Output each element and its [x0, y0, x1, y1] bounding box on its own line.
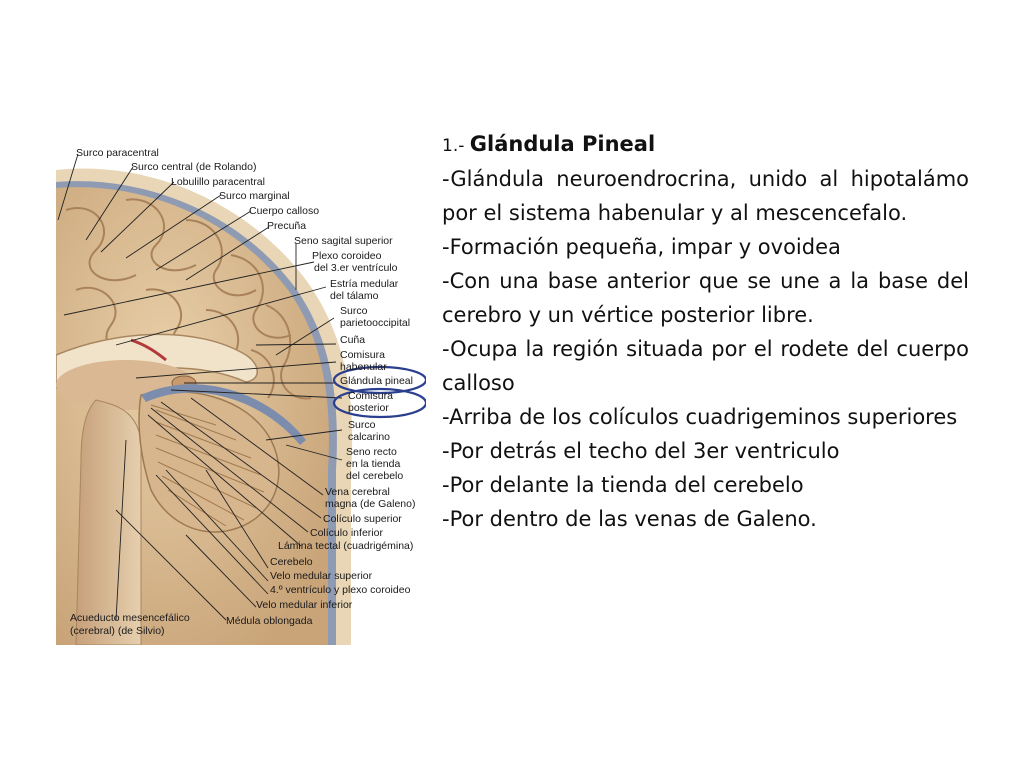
- figure-label: Comisura: [340, 349, 385, 361]
- paragraph: -Arriba de los colículos cuadrigeminos s…: [442, 405, 958, 429]
- figure-label: Surco marginal: [219, 190, 290, 202]
- figure-label: magna (de Galeno): [325, 498, 416, 510]
- figure-label: Seno sagital superior: [294, 235, 393, 247]
- figure-label: Surco central (de Rolando): [131, 161, 257, 173]
- figure-label: Lámina tectal (cuadrigémina): [278, 540, 414, 552]
- figure-label: Comisura: [348, 390, 393, 402]
- figure-label: 4.º ventrículo y plexo coroideo: [270, 584, 411, 596]
- figure-label: del 3.er ventrículo: [314, 262, 398, 274]
- figure-label: Vena cerebral: [325, 486, 390, 498]
- figure-label: habenular: [340, 361, 387, 373]
- figure-label: Velo medular superior: [270, 570, 373, 582]
- paragraph: -Glándula neuroendrocrina, unido al hipo…: [442, 167, 969, 225]
- paragraph: -Ocupa la región situada por el rodete d…: [442, 337, 969, 395]
- figure-label: Surco: [340, 305, 368, 317]
- figure-label: Cuerpo calloso: [249, 205, 320, 217]
- paragraph: -Por dentro de las venas de Galeno.: [442, 507, 817, 531]
- figure-label: Surco paracentral: [76, 147, 159, 159]
- title-text: Glándula Pineal: [469, 132, 656, 156]
- figure-label: Lobulillo paracentral: [171, 176, 265, 188]
- figure-label: Surco: [348, 419, 376, 431]
- figure-label: Cuña: [340, 334, 366, 346]
- figure-label: Cerebelo: [270, 556, 313, 568]
- paragraph: -Por detrás el techo del 3er ventriculo: [442, 439, 840, 463]
- figure-label: (cerebral) (de Silvio): [70, 625, 165, 637]
- figure-label: en la tienda: [346, 458, 401, 470]
- figure-label: calcarino: [348, 431, 391, 443]
- brain-illustration: [56, 153, 426, 645]
- paragraph: -Por delante la tienda del cerebelo: [442, 473, 804, 497]
- figure-label: Velo medular inferior: [256, 599, 353, 611]
- figure-label: Precuña: [267, 220, 307, 232]
- paragraph: -Formación pequeña, impar y ovoidea: [442, 235, 841, 259]
- figure-label: posterior: [348, 402, 389, 414]
- figure-label: Médula oblongada: [226, 615, 313, 627]
- figure-label: Colículo superior: [323, 513, 402, 525]
- figure-label: del cerebelo: [346, 470, 404, 482]
- figure-label: Colículo inferior: [310, 527, 383, 539]
- slide-text-block: 1.- Glándula Pineal -Glándula neuroendro…: [442, 128, 969, 536]
- commissure-highlight-oval: [332, 387, 426, 419]
- pineal-highlight-oval: [332, 365, 426, 395]
- figure-label: del tálamo: [330, 290, 379, 302]
- figure-label: Glándula pineal: [340, 375, 413, 387]
- figure-label: parietooccipital: [340, 317, 411, 329]
- figure-label: Seno recto: [346, 446, 397, 458]
- paragraph: -Con una base anterior que se une a la b…: [442, 269, 969, 327]
- figure-label: Estría medular: [330, 278, 399, 290]
- brain-sagittal-figure: Surco paracentral Surco central (de Rola…: [56, 140, 426, 645]
- figure-label: Plexo coroideo: [312, 250, 382, 262]
- title-number: 1.-: [442, 136, 470, 156]
- figure-label: Acueducto mesencefálico: [70, 612, 190, 624]
- slide-title: 1.- Glándula Pineal: [442, 128, 969, 162]
